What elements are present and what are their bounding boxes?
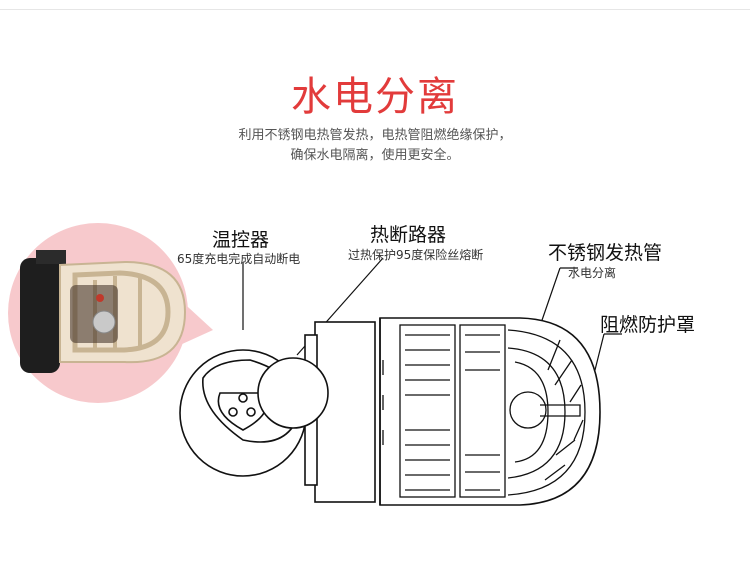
subtitle-line-1: 利用不锈钢电热管发热，电热管阻燃绝缘保护， [238,128,512,143]
thermostat-photo-badge [8,223,213,403]
thermostat-desc: 65度充电完成自动断电 [177,252,301,266]
leader-lines [242,257,622,411]
subtitle-line-2: 确保水电隔离，使用更安全。 [290,148,460,163]
fuse-desc: 过热保护95度保险丝熔断 [348,248,484,262]
top-divider [0,9,750,10]
heater-label: 不锈钢发热管 [548,242,663,264]
page-title: 水电分离 [291,74,459,120]
cage-grille [382,324,586,498]
thermostat-label: 温控器 [212,229,270,251]
heater-desc: 水电分离 [568,266,617,280]
guard-label: 阻燃防护罩 [600,314,696,336]
fuse-label: 热断路器 [370,224,447,246]
